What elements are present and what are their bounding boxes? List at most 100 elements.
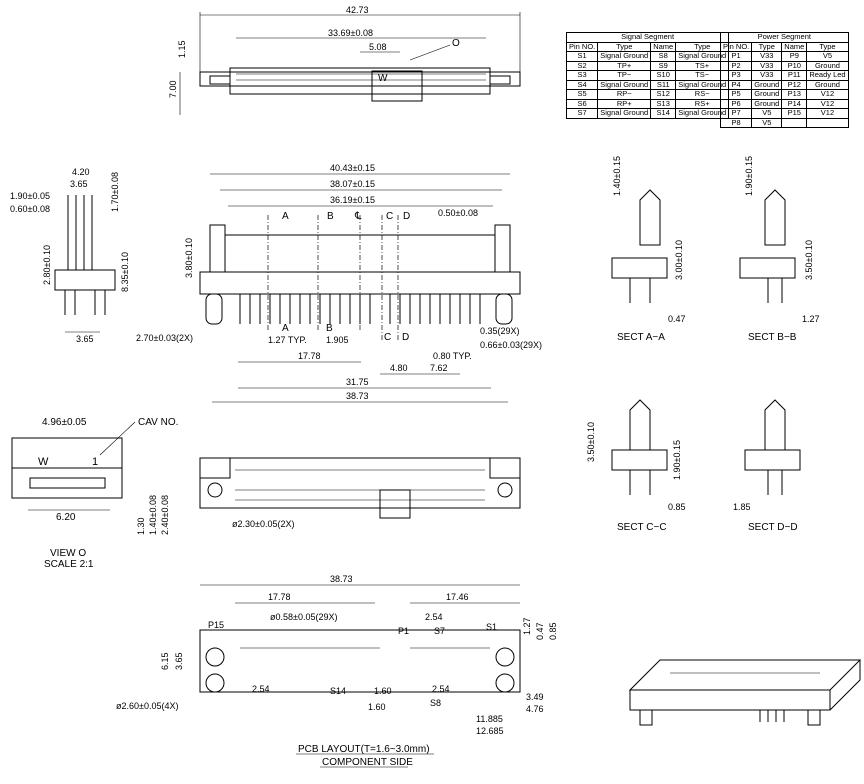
pin-label-p15: P15 — [208, 620, 224, 630]
dim-2.30: ø2.30±0.05(2X) — [232, 519, 294, 529]
dim-7.62: 7.62 — [430, 363, 448, 373]
table-cell: V5 — [751, 108, 783, 119]
dim: 4.76 — [526, 704, 544, 714]
dim: 0.47 — [668, 314, 686, 324]
dim-1.70: 1.70±0.08 — [110, 172, 120, 212]
top-view: 42.73 33.69±0.08 5.08 O W 1.15 7.00 — [168, 5, 521, 115]
table-cell: P5 — [719, 89, 753, 100]
table-cell: Signal Ground — [597, 51, 652, 62]
dim: 3.00±0.10 — [674, 240, 684, 280]
w-mark: W — [38, 456, 49, 468]
table-cell: Ready Led — [806, 70, 849, 81]
dim-6.20: 6.20 — [56, 512, 76, 523]
front-view: 40.43±0.15 38.07±0.15 36.19±0.15 0.50±0.… — [136, 163, 542, 403]
pcb-layout-title: PCB LAYOUT(T=1.6~3.0mm) — [298, 744, 430, 755]
section-b-b: 1.90±0.15 3.50±0.10 1.27 SECT B−B — [739, 156, 820, 343]
dim: 3.65 — [174, 652, 184, 670]
table-cell: V12 — [806, 89, 849, 100]
pin-label-s7: S7 — [434, 626, 445, 636]
dim-33.69: 33.69±0.08 — [328, 28, 373, 38]
dim-7.00: 7.00 — [168, 80, 178, 98]
dim-8.35: 8.35±0.10 — [120, 252, 130, 292]
dim-2.70: 2.70±0.03(2X) — [136, 333, 193, 343]
table-cell: V33 — [751, 51, 783, 62]
table-cell: P13 — [781, 89, 808, 100]
cut-label-b-bottom: B — [326, 323, 333, 334]
w-mark: W — [378, 73, 388, 84]
section-a-a: 1.40±0.15 3.00±0.10 0.47 SECT A−A — [611, 156, 686, 343]
dim-1.15: 1.15 — [177, 40, 187, 58]
pcb-layout: 38.73 17.78 17.46 P15 ø0.58±0.05(29X) P1… — [116, 574, 558, 768]
section-label: SECT C−C — [617, 522, 667, 533]
dim-38.07: 38.07±0.15 — [330, 179, 375, 189]
view-o: 4.96±0.05 CAV NO. W 1 6.20 1.30 1.40±0.0… — [11, 417, 178, 570]
dim: 12.685 — [476, 726, 504, 736]
dim: 1.85 — [733, 502, 751, 512]
dim: 1.27 — [802, 314, 820, 324]
dim-1.905: 1.905 — [326, 335, 349, 345]
table-cell: RP− — [597, 89, 652, 100]
dim: 1.27 — [522, 617, 532, 635]
dim-0.80: 0.80 TYP. — [433, 351, 472, 361]
table-cell: P8 — [719, 117, 753, 128]
section-label: SECT D−D — [748, 522, 798, 533]
dim: 38.73 — [330, 574, 353, 584]
dim-38.73: 38.73 — [346, 391, 369, 401]
dim: 1.30 — [136, 517, 146, 535]
cav-no-label: CAV NO. — [138, 417, 178, 428]
section-c-c: 3.50±0.10 1.90±0.15 0.85 SECT C−C — [586, 399, 686, 533]
dim: ø0.58±0.05(29X) — [270, 612, 337, 622]
dim: 3.50±0.10 — [804, 240, 814, 280]
table-cell: P15 — [781, 108, 808, 119]
dim-0.50: 0.50±0.08 — [438, 208, 478, 218]
bottom-view: ø2.30±0.05(2X) — [199, 457, 521, 529]
table-cell: S5 — [565, 89, 599, 100]
isometric-view — [628, 659, 862, 726]
view-scale: SCALE 2:1 — [44, 559, 94, 570]
pin-label-s1: S1 — [486, 622, 497, 632]
table-cell: S3 — [565, 70, 599, 81]
dim: 2.54 — [425, 612, 443, 622]
table-cell: V5 — [806, 51, 849, 62]
view-o-marker: O — [452, 38, 460, 49]
table-cell: V33 — [751, 70, 783, 81]
dim-4.96: 4.96±0.05 — [42, 417, 87, 428]
table-cell — [781, 117, 808, 128]
dim-40.43: 40.43±0.15 — [330, 163, 375, 173]
cut-label-d-bottom: D — [402, 332, 409, 343]
dim: 1.90±0.15 — [672, 440, 682, 480]
table-cell: S10 — [650, 70, 677, 81]
dim: 6.15 — [160, 652, 170, 670]
dim: 1.90±0.15 — [744, 156, 754, 196]
pin-label-s8: S8 — [430, 698, 441, 708]
dim-36.19: 36.19±0.15 — [330, 195, 375, 205]
table-cell: S12 — [650, 89, 677, 100]
dim: 0.47 — [535, 622, 545, 640]
dim-4.20: 4.20 — [72, 167, 90, 177]
table-cell: P3 — [719, 70, 753, 81]
dim: 1.60 — [374, 686, 392, 696]
dim: 3.50±0.10 — [586, 422, 596, 462]
dim-0.66: 0.66±0.03(29X) — [480, 340, 542, 350]
cut-label-a: A — [282, 211, 289, 222]
dim-1.90: 1.90±0.05 — [10, 191, 50, 201]
section-label: SECT A−A — [617, 332, 665, 343]
table-cell: Signal Ground — [597, 108, 652, 119]
dim-0.35: 0.35(29X) — [480, 326, 520, 336]
dim-3.65b: 3.65 — [76, 334, 94, 344]
dim: 17.46 — [446, 592, 469, 602]
table-cell: V5 — [751, 117, 783, 128]
table-title: Power Segment — [720, 32, 849, 43]
table-cell: S7 — [565, 108, 599, 119]
dim: 0.85 — [548, 622, 558, 640]
dim: 2.54 — [432, 684, 450, 694]
dim: 0.85 — [668, 502, 686, 512]
